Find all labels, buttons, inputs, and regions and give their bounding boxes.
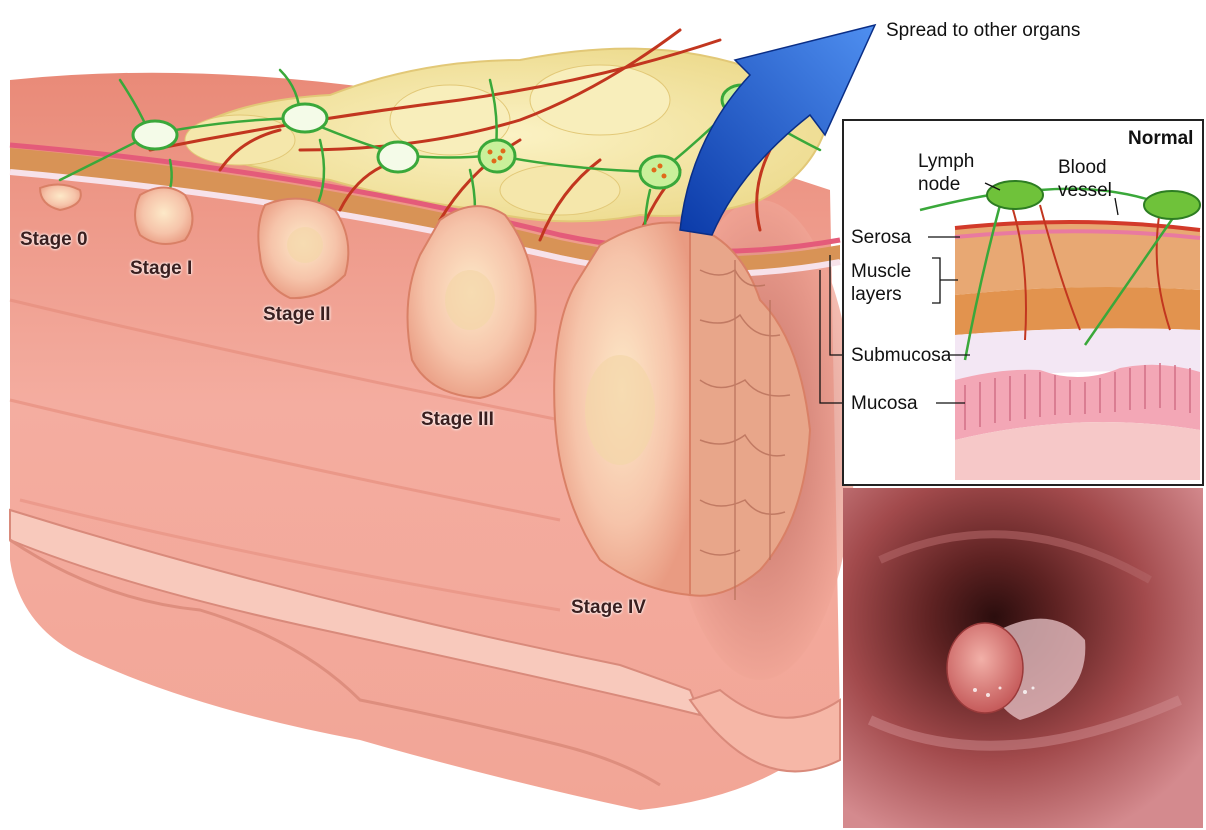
inset-title: Normal bbox=[1128, 128, 1193, 150]
spread-label: Spread to other organs bbox=[886, 20, 1080, 42]
endoscopy-photo bbox=[843, 488, 1203, 828]
inset-lymph-node bbox=[1144, 191, 1200, 219]
submucosa-label: Submucosa bbox=[851, 344, 951, 367]
lymph-node-involved bbox=[479, 140, 515, 172]
stage-4-label: Stage IV bbox=[571, 597, 646, 619]
lymph-node-involved bbox=[640, 156, 680, 188]
serosa-label: Serosa bbox=[851, 226, 911, 249]
stage-0-label: Stage 0 bbox=[20, 229, 88, 251]
tumor-stage-1 bbox=[135, 188, 193, 245]
lymph-node bbox=[133, 121, 177, 149]
lymph-node bbox=[283, 104, 327, 132]
inset-lymph-node bbox=[987, 181, 1043, 209]
polyp bbox=[947, 623, 1023, 713]
stage-2-label: Stage II bbox=[263, 304, 331, 326]
stage-3-label: Stage III bbox=[421, 409, 494, 431]
mucosa-label: Mucosa bbox=[851, 392, 918, 415]
stage-1-label: Stage I bbox=[130, 258, 192, 280]
lymph-node bbox=[378, 142, 418, 172]
